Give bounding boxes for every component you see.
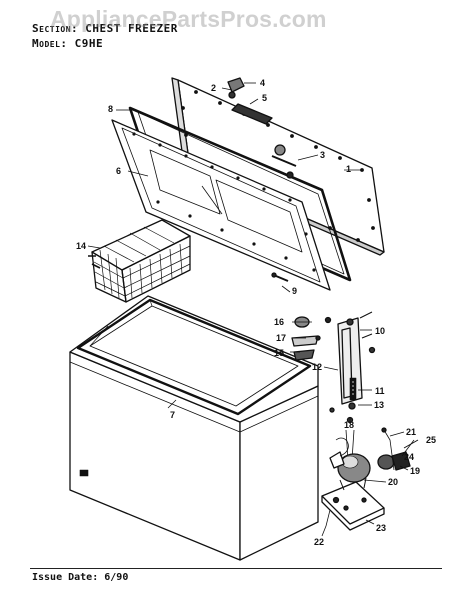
callout-22: 22 (314, 537, 324, 547)
callout-13: 13 (374, 400, 384, 410)
lid-liner-panel (111, 119, 331, 291)
callout-9: 9 (292, 286, 297, 296)
callout-24: 24 (404, 452, 414, 462)
model-header: Model: C9HE (32, 37, 103, 50)
callout-18: 18 (344, 420, 354, 430)
compressor-assembly (321, 437, 419, 531)
callout-20: 20 (388, 477, 398, 487)
issue-date-label: Issue Date: (32, 572, 99, 583)
callout-16: 16 (274, 317, 284, 327)
callout-25: 25 (426, 435, 436, 445)
watermark-text: AppliancePartsPros.com (50, 6, 327, 32)
callout-labels: 1 2 3 4 5 6 7 8 9 10 11 12 13 14 15 16 1… (76, 78, 436, 547)
callout-3: 3 (320, 150, 325, 160)
callout-6: 6 (116, 166, 121, 176)
wire-basket (88, 219, 191, 303)
callout-5: 5 (262, 93, 267, 103)
callout-12: 12 (312, 362, 322, 372)
callout-23: 23 (376, 523, 386, 533)
hinge-brackets (291, 316, 332, 361)
thermostat-assembly (329, 311, 376, 461)
callout-7: 7 (170, 410, 175, 420)
callout-21: 21 (406, 427, 416, 437)
callout-2: 2 (211, 83, 216, 93)
callout-1: 1 (346, 164, 351, 174)
wiring-harness (325, 427, 395, 527)
section-label: Section: (32, 22, 79, 35)
issue-date: Issue Date: 6/90 (32, 572, 128, 583)
liner-screw-holes (132, 132, 316, 272)
callout-10: 10 (375, 326, 385, 336)
callout-15: 15 (274, 348, 284, 358)
lid-screw (271, 272, 289, 282)
callout-19: 19 (410, 466, 420, 476)
lock-assembly (271, 144, 297, 179)
footer-divider (30, 568, 442, 569)
callout-17: 17 (276, 333, 286, 343)
model-value: C9HE (74, 37, 104, 50)
callout-14: 14 (76, 241, 86, 251)
leader-lines (87, 82, 415, 537)
lid-handle-assembly (227, 77, 273, 125)
issue-date-value: 6/90 (104, 572, 129, 583)
callout-11: 11 (375, 386, 385, 396)
section-value: CHEST FREEZER (85, 22, 178, 35)
cabinet-body (69, 295, 319, 561)
section-header: Section: CHEST FREEZER (32, 22, 178, 35)
callout-4: 4 (260, 78, 265, 88)
model-label: Model: (32, 37, 68, 50)
callout-8: 8 (108, 104, 113, 114)
